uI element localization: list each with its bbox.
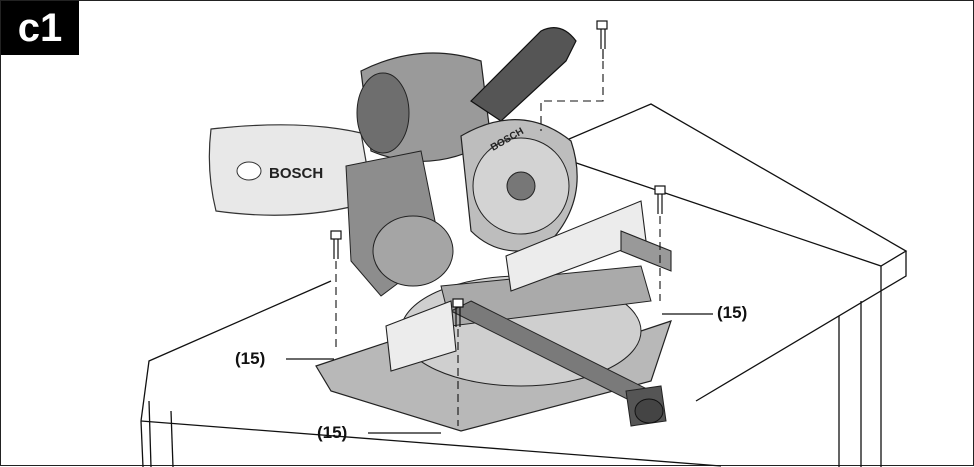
motor-housing: [345, 52, 492, 297]
bolt-front: [452, 298, 464, 327]
blade-guard: BOSCH: [460, 119, 578, 252]
saw-handle: [470, 27, 577, 122]
figure-label: c1: [1, 1, 79, 55]
mounting-bolts: [330, 20, 666, 327]
callout-15-front: (15): [317, 423, 348, 442]
workbench: [140, 103, 908, 467]
bolt-right: [654, 185, 666, 214]
dust-bag: BOSCH: [208, 124, 374, 216]
callout-15-left: (15): [235, 349, 266, 368]
saw-base: [315, 265, 672, 432]
leader-lines: [286, 313, 713, 434]
front-knob: [625, 385, 667, 427]
dust-bag-brand: BOSCH: [269, 165, 323, 182]
fence-scales: [385, 200, 672, 372]
bolt-left: [330, 230, 342, 259]
bolt-top: [596, 20, 608, 59]
guide-lines: [335, 61, 661, 426]
callout-15-right: (15): [717, 303, 748, 322]
